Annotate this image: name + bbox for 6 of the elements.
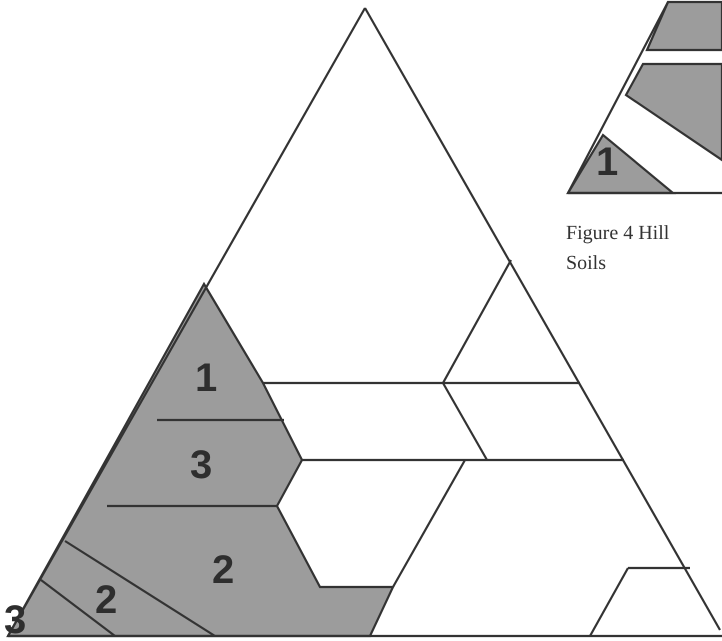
- figure-caption: Figure 4 Hill Soils: [566, 221, 670, 276]
- region-number: 2: [212, 550, 234, 590]
- region-number: 1: [596, 142, 618, 182]
- region-number: 3: [190, 445, 212, 485]
- region-number: 2: [95, 580, 118, 620]
- region-number: 1: [195, 358, 218, 398]
